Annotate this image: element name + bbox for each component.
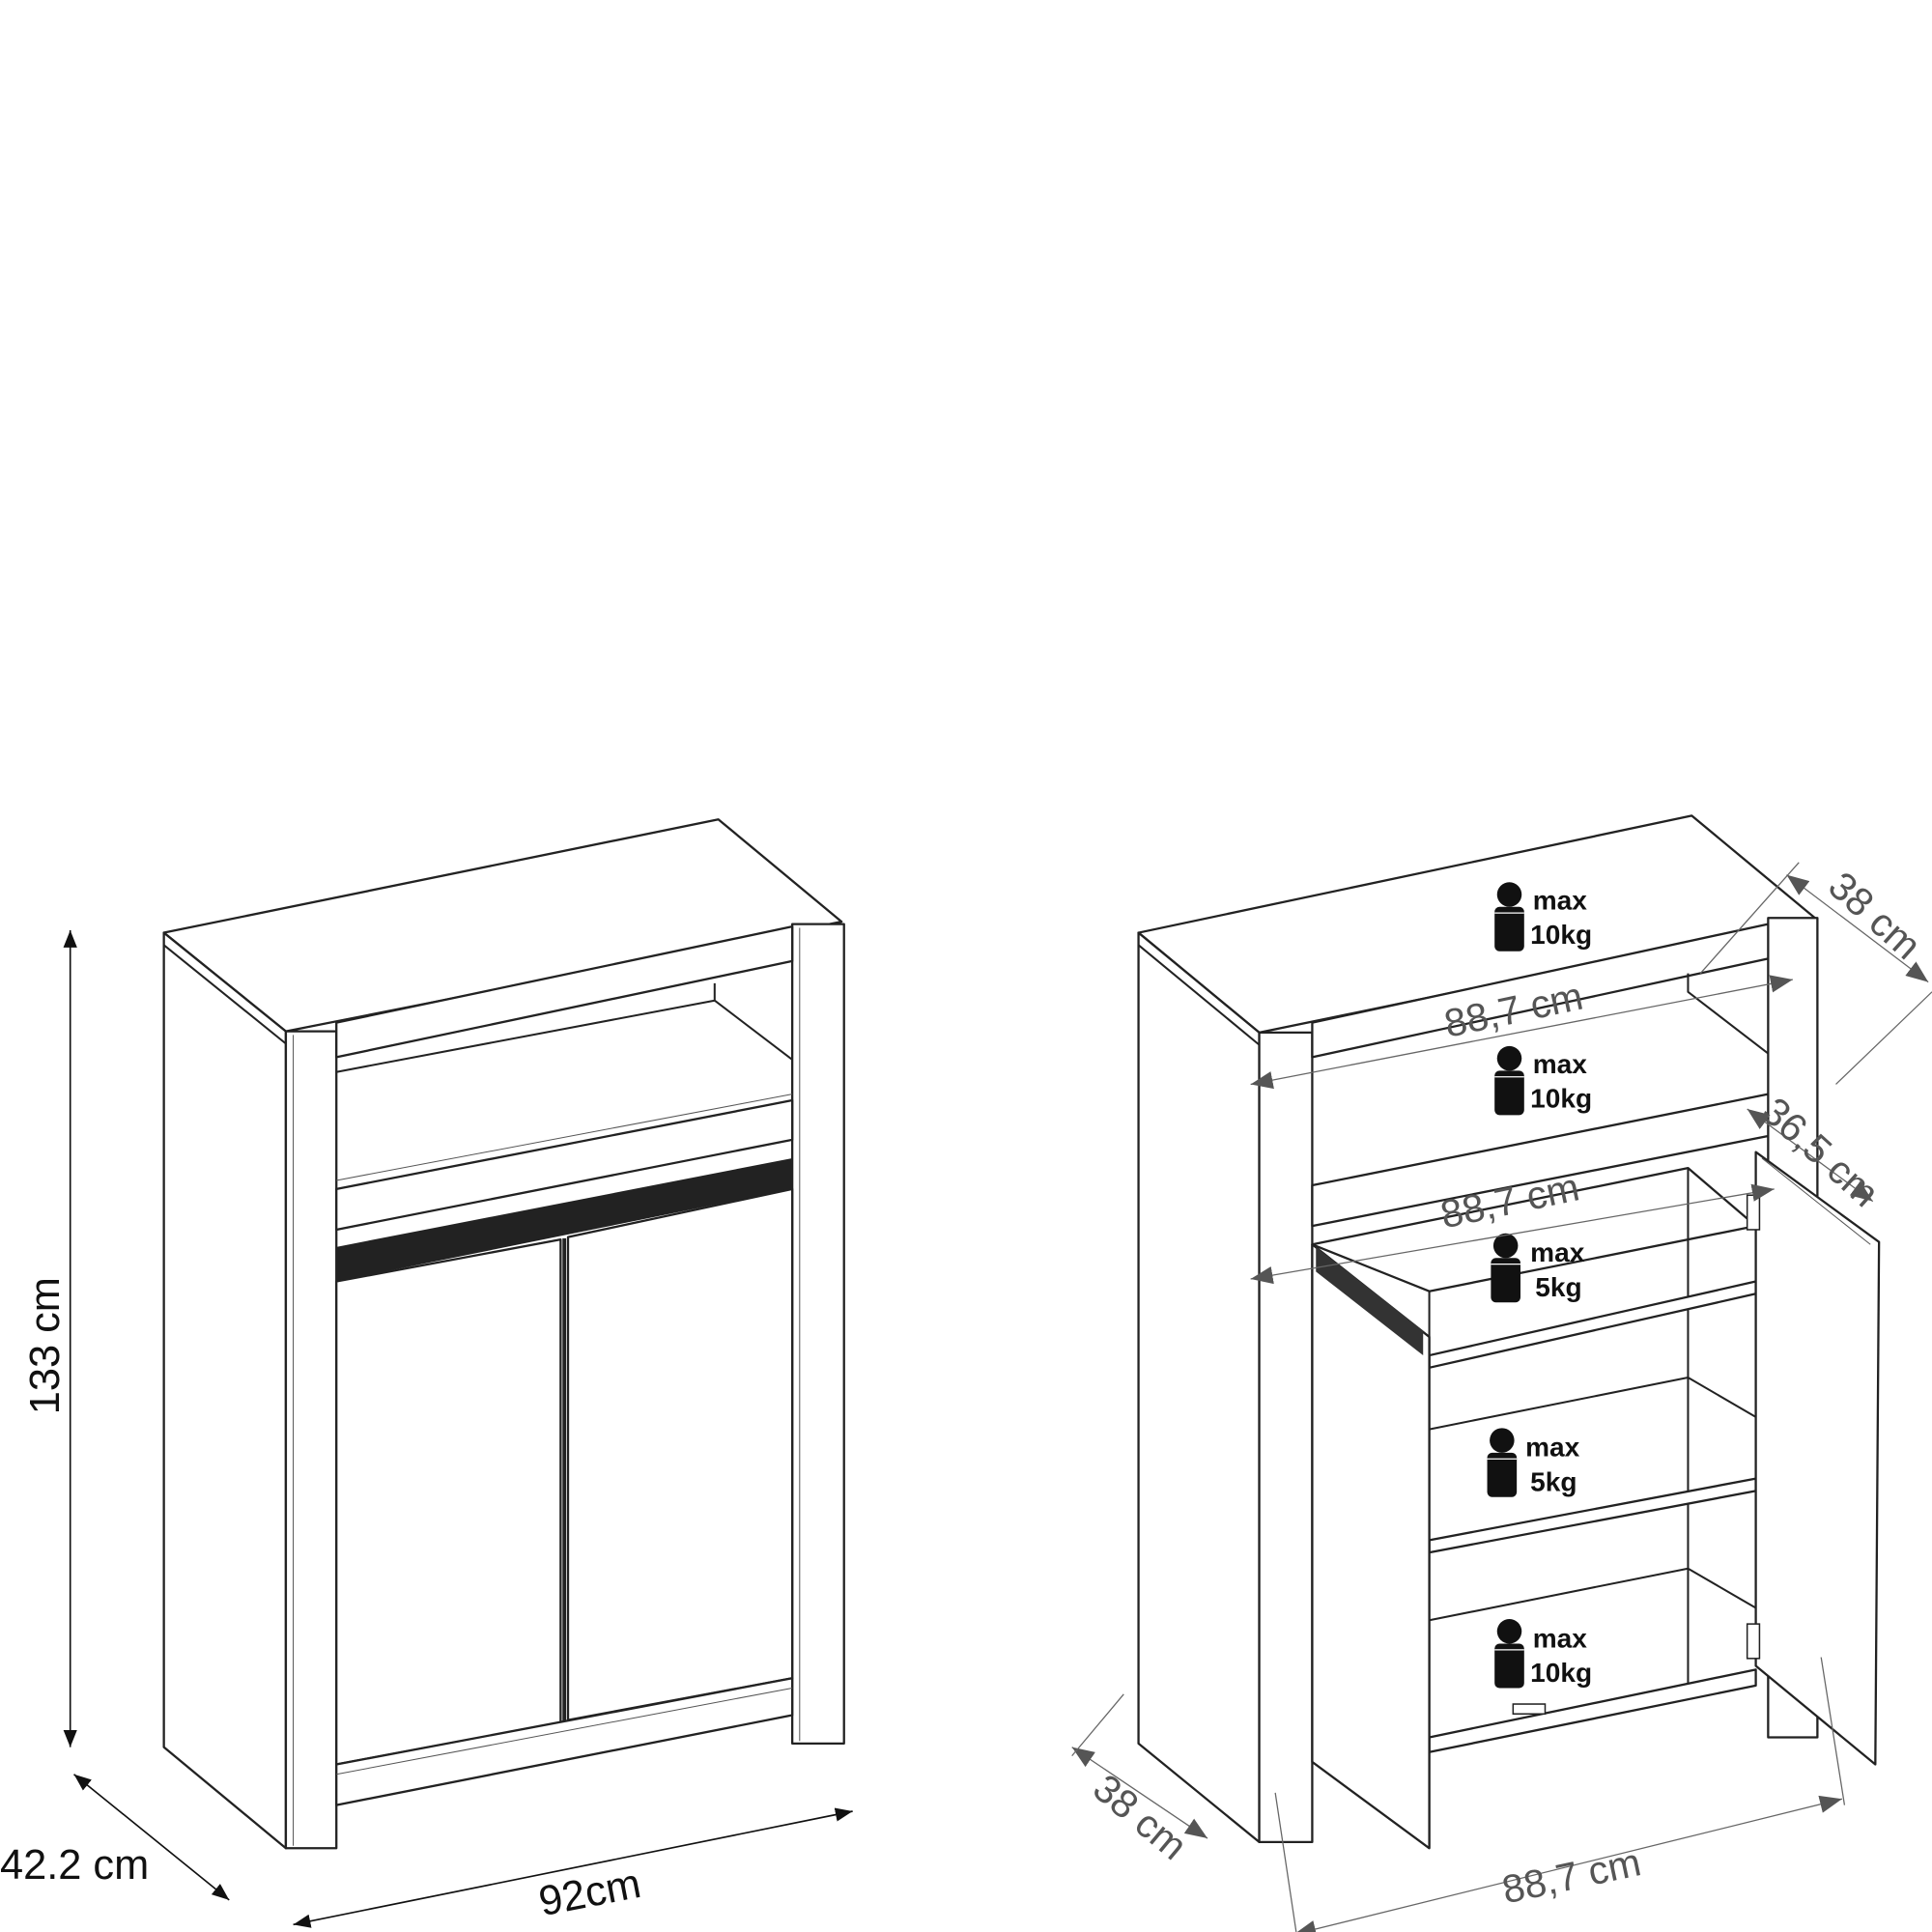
bottom-width-arrow: [1293, 1795, 1843, 1932]
svg-text:max: max: [1533, 1049, 1588, 1079]
load-marker: max 10kg: [1493, 1618, 1592, 1690]
svg-text:max: max: [1525, 1433, 1580, 1463]
open-right-door: [1754, 1151, 1881, 1766]
hinge-upper: [1746, 1194, 1761, 1231]
width-label: 92cm: [535, 1861, 644, 1925]
cabinet-left-side: [162, 931, 288, 1850]
svg-text:5kg: 5kg: [1530, 1466, 1577, 1496]
bottom-depth-arrow: [1071, 1747, 1208, 1839]
open-cabinet: [1137, 814, 1881, 1850]
bottom-shelf: [1428, 1668, 1757, 1753]
svg-text:5kg: 5kg: [1535, 1272, 1581, 1302]
svg-text:10kg: 10kg: [1530, 920, 1592, 950]
closed-cabinet: [162, 818, 845, 1850]
door-grooved-band: [336, 1157, 793, 1282]
svg-text:max: max: [1533, 885, 1588, 915]
cabinet-left-side: [1137, 931, 1261, 1844]
left-pillar: [1258, 1031, 1314, 1844]
right-pillar: [791, 923, 845, 1745]
inner-depth-arrow: [1747, 1108, 1874, 1203]
shelf-1: [1428, 1280, 1757, 1369]
svg-text:max: max: [1530, 1237, 1585, 1267]
width-dimension-arrow: [293, 1807, 853, 1928]
load-marker: max 10kg: [1493, 881, 1592, 952]
depth-label: 42.2 cm: [0, 1842, 149, 1889]
top-depth-label: 38 cm: [1820, 863, 1929, 968]
height-label: 133 cm: [22, 1277, 69, 1414]
handle-clip: [1512, 1703, 1547, 1715]
bottom-depth-label: 38 cm: [1085, 1766, 1196, 1869]
middle-rail: [335, 1098, 794, 1232]
right-door: [566, 1187, 794, 1721]
top-rail: [335, 925, 794, 1059]
svg-text:10kg: 10kg: [1530, 1658, 1592, 1688]
middle-width-arrow: [1250, 1183, 1775, 1285]
depth-dimension-arrow: [73, 1774, 230, 1901]
left-pillar: [284, 1030, 338, 1850]
hinge-lower: [1746, 1623, 1761, 1660]
top-depth-arrow: [1786, 874, 1929, 983]
left-door: [335, 1238, 562, 1766]
load-marker: max 10kg: [1493, 1045, 1592, 1116]
svg-text:10kg: 10kg: [1530, 1084, 1592, 1114]
svg-text:max: max: [1533, 1623, 1588, 1653]
bottom-width-label: 88,7 cm: [1498, 1839, 1645, 1912]
load-marker: max 5kg: [1486, 1427, 1580, 1498]
shelf-2: [1428, 1477, 1757, 1554]
upper-width-arrow: [1250, 975, 1793, 1090]
